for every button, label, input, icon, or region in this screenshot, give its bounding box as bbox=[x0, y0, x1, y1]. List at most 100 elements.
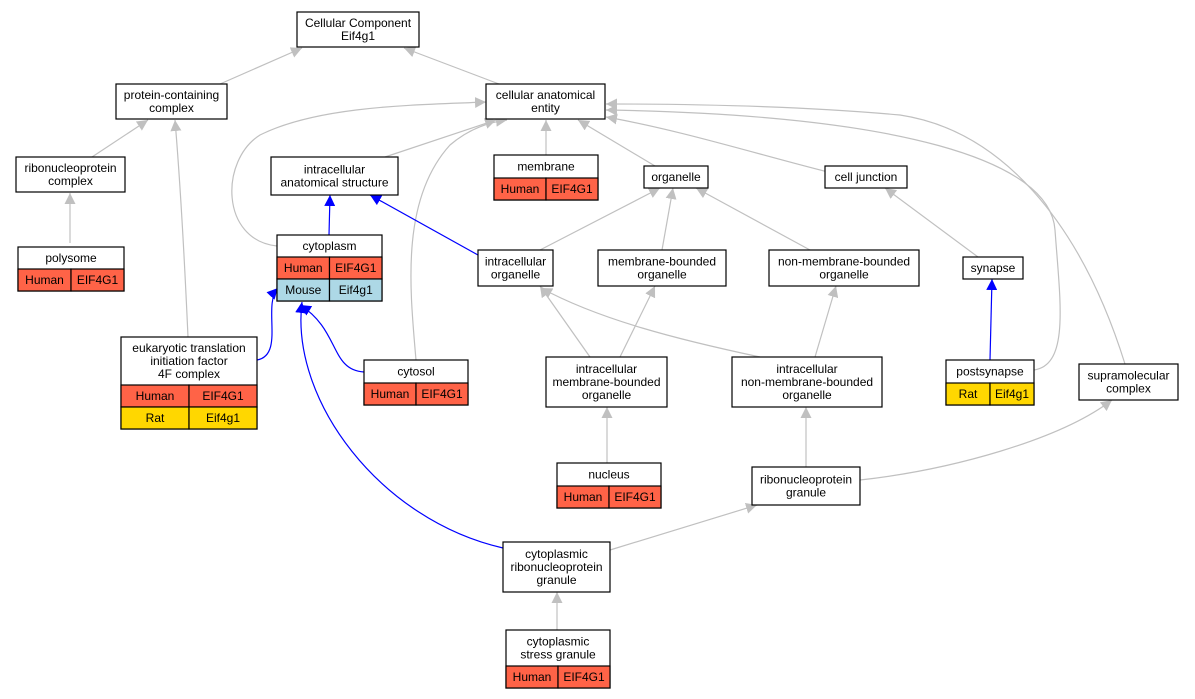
node-label: ribonucleoprotein bbox=[510, 560, 602, 574]
node-label: cellular anatomical bbox=[496, 88, 595, 102]
node-label: cytosol bbox=[397, 365, 434, 379]
node-label: polysome bbox=[45, 251, 97, 265]
edge-intracellular-non-membrane-bounded-organelle-to-intracellular-organelle bbox=[540, 287, 761, 358]
node-organelle[interactable]: organelle bbox=[643, 165, 709, 189]
node-label: membrane bbox=[517, 160, 575, 174]
species-label: Rat bbox=[959, 387, 978, 401]
gene-cell bbox=[989, 382, 1035, 406]
gene-cell bbox=[188, 406, 258, 430]
node-label: intracellular bbox=[576, 362, 637, 376]
edge-intracellular-organelle-to-organelle bbox=[539, 187, 661, 251]
gene-cell bbox=[328, 278, 383, 302]
node-label: ribonucleoprotein bbox=[24, 161, 116, 175]
node-label: stress granule bbox=[520, 648, 596, 662]
node-label: postsynapse bbox=[956, 365, 1024, 379]
node-label: initiation factor bbox=[150, 354, 227, 368]
node-box bbox=[597, 249, 727, 287]
node-label: cytoplasmic bbox=[525, 547, 588, 561]
gene-label: EIF4G1 bbox=[202, 389, 244, 403]
node-label: membrane-bounded bbox=[552, 375, 660, 389]
edge-membrane-bounded-organelle-to-organelle bbox=[661, 187, 677, 251]
species-label: Human bbox=[501, 182, 540, 196]
node-box bbox=[545, 356, 668, 408]
edges-layer bbox=[64, 46, 1126, 630]
node-label: intracellular bbox=[485, 255, 546, 269]
gene-cell bbox=[545, 177, 599, 201]
gene-label: EIF4G1 bbox=[551, 182, 593, 196]
node-box bbox=[643, 165, 709, 189]
gene-label: EIF4G1 bbox=[614, 490, 656, 504]
node-label: non-membrane-bounded bbox=[778, 255, 910, 269]
edge-protein-containing-complex-to-cellular-component bbox=[219, 47, 303, 85]
node-synapse[interactable]: synapse bbox=[962, 256, 1024, 280]
gene-cell bbox=[415, 382, 469, 406]
gene-cell bbox=[557, 665, 611, 689]
nodes-layer: Cellular ComponentEif4g1protein-containi… bbox=[15, 11, 1179, 689]
edge-cytoplasm-to-cellular-anatomical-entity bbox=[231, 97, 487, 247]
node-box bbox=[1078, 363, 1179, 401]
gene-label: EIF4G1 bbox=[335, 261, 377, 275]
edge-cytosol-to-cytoplasm bbox=[299, 304, 365, 373]
node-box bbox=[115, 83, 228, 120]
node-intracellular-non-membrane-bounded-organelle[interactable]: intracellularnon-membrane-boundedorganel… bbox=[731, 356, 883, 408]
node-label: organelle bbox=[637, 268, 687, 282]
node-label: Cellular Component bbox=[305, 16, 412, 30]
node-label: entity bbox=[531, 101, 560, 115]
edge-cytoplasmic-ribonucleoprotein-granule-to-cytoplasm bbox=[295, 301, 504, 549]
edge-intracellular-organelle-to-intracellular-anatomical-structure bbox=[369, 194, 479, 256]
node-box bbox=[751, 466, 861, 506]
node-box bbox=[768, 249, 920, 287]
node-label: protein-containing bbox=[124, 88, 219, 102]
node-label: nucleus bbox=[588, 468, 629, 482]
node-label: complex bbox=[149, 101, 194, 115]
edge-eif4f-complex-to-protein-containing-complex bbox=[170, 119, 189, 338]
node-label: non-membrane-bounded bbox=[741, 375, 873, 389]
node-label: cytoplasmic bbox=[527, 635, 590, 649]
node-cell-junction[interactable]: cell junction bbox=[824, 165, 908, 189]
edge-non-membrane-bounded-organelle-to-organelle bbox=[695, 187, 811, 251]
species-label: Human bbox=[25, 273, 64, 287]
edge-cytosol-to-cellular-anatomical-entity bbox=[410, 115, 508, 361]
node-label: granule bbox=[786, 486, 826, 500]
node-box bbox=[485, 83, 606, 120]
gene-label: Eif4g1 bbox=[339, 283, 373, 297]
node-box bbox=[15, 156, 126, 193]
gene-label: Eif4g1 bbox=[995, 387, 1029, 401]
node-label: organelle bbox=[819, 268, 869, 282]
node-label: intracellular bbox=[304, 163, 365, 177]
species-label: Human bbox=[371, 387, 410, 401]
gene-label: EIF4G1 bbox=[421, 387, 463, 401]
edge-postsynapse-to-synapse bbox=[986, 278, 998, 361]
edge-intracellular-anatomical-structure-to-cellular-anatomical-entity bbox=[384, 118, 497, 158]
edge-intracellular-non-membrane-bounded-organelle-to-non-membrane-bounded-organelle bbox=[814, 285, 839, 358]
node-label: Eif4g1 bbox=[341, 29, 375, 43]
node-box bbox=[296, 11, 420, 48]
edge-supramolecular-complex-to-cellular-anatomical-entity bbox=[605, 98, 1126, 365]
node-label: organelle bbox=[582, 388, 632, 402]
edge-cell-junction-to-cellular-anatomical-entity bbox=[605, 113, 829, 173]
node-label: organelle bbox=[491, 268, 541, 282]
species-label: Mouse bbox=[285, 283, 321, 297]
species-label: Human bbox=[564, 490, 603, 504]
